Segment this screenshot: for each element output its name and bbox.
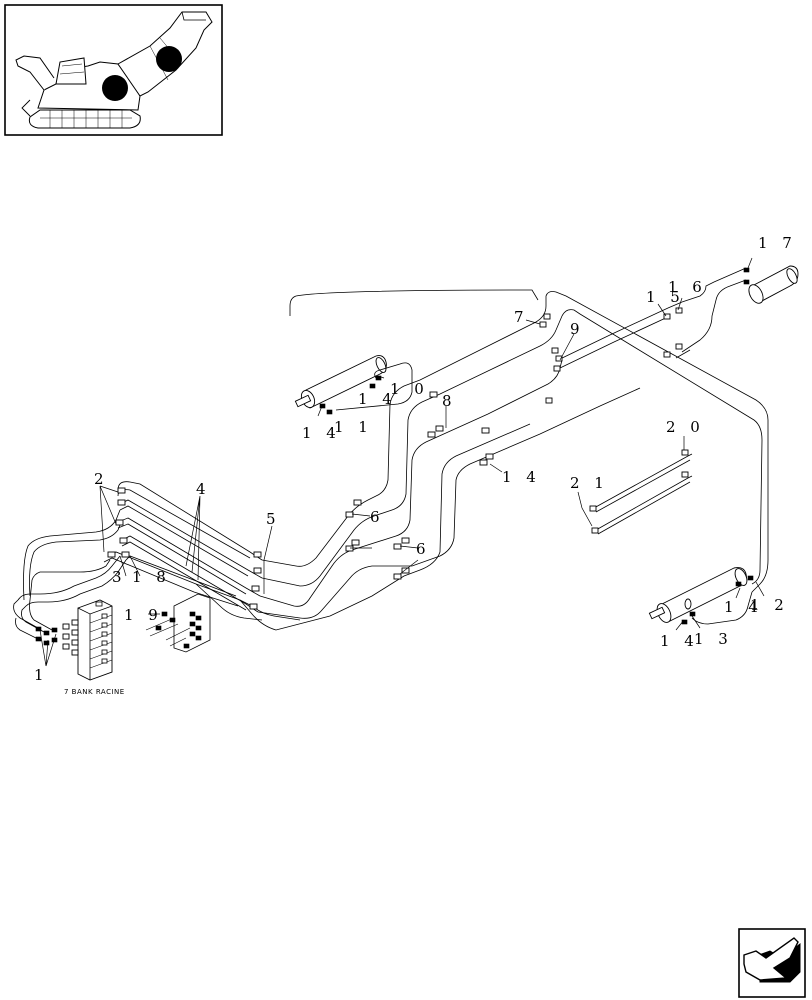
callout-21: 2 1: [570, 474, 609, 492]
cylinder-12-13: [648, 567, 754, 625]
callout-17: 1 7: [758, 234, 797, 252]
page-navigation-arrow-icon[interactable]: [738, 928, 806, 998]
callout-2: 2: [94, 470, 109, 488]
callout-12: 1 2: [750, 596, 789, 614]
harvester-locator-icon: [4, 4, 223, 136]
callout-15: 1 5: [646, 288, 685, 306]
right-cylinder-loop: [289, 289, 769, 593]
valve-bank-label: 7 BANK RACINE: [64, 688, 125, 696]
upper-right-runs: [557, 267, 747, 369]
callout-14-a: 1 4: [358, 390, 397, 408]
callout-labels: 1 2 3 4 5 6 6 7 8 9 1 0 1 1 1 2 1 3 1 4 …: [34, 234, 797, 696]
callout-6-lower: 6: [416, 540, 431, 558]
callout-4: 4: [196, 480, 211, 498]
callout-14-d: 1 4: [724, 598, 763, 616]
callout-16: 1 6: [668, 278, 707, 296]
callout-13: 1 3: [694, 630, 733, 648]
leader-lines: [39, 257, 765, 667]
callout-9: 9: [570, 320, 585, 338]
callout-14-b: 1 4: [302, 424, 341, 442]
line-fittings: [107, 307, 683, 610]
callout-18: 1 8: [132, 568, 171, 586]
callout-11: 1 1: [334, 418, 373, 436]
callout-8: 8: [442, 392, 457, 410]
cylinder-17: [743, 265, 799, 304]
callout-19: 1 9: [124, 606, 163, 624]
cylinder-10-11: [294, 355, 413, 415]
callout-14-c: 1 4: [502, 468, 541, 486]
tubes-20-21: [589, 449, 693, 535]
callout-6-upper: 6: [370, 508, 385, 526]
callout-1: 1: [34, 666, 49, 684]
callout-3: 3: [112, 568, 127, 586]
callout-7: 7: [514, 308, 529, 326]
valve-supply-pipes: [13, 509, 127, 639]
manifold-19: [145, 593, 211, 653]
callout-14-e: 1 4: [660, 632, 699, 650]
callout-20: 2 0: [666, 418, 705, 436]
callout-5: 5: [266, 510, 281, 528]
callout-10: 1 0: [390, 380, 429, 398]
long-pipe-runs: [195, 300, 641, 631]
main-tube-bundle: [103, 481, 263, 613]
